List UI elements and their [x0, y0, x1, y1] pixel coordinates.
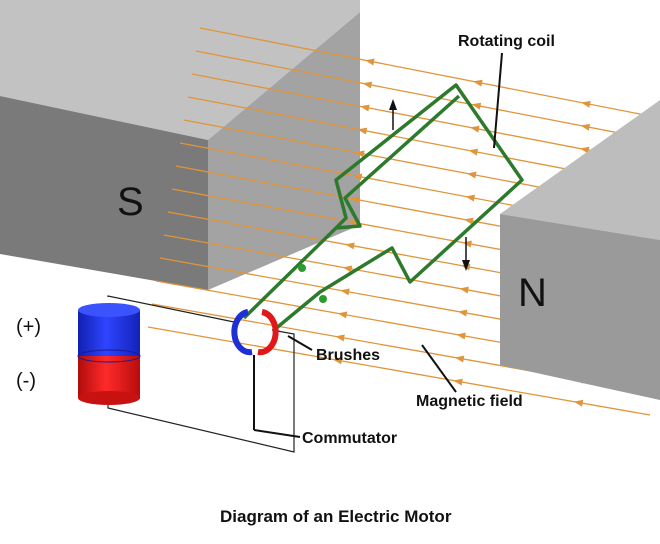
north-magnet-front-face — [500, 214, 660, 400]
south-magnet: S — [0, 0, 360, 290]
field-line — [147, 326, 651, 416]
field-arrowhead — [580, 123, 591, 131]
circuit-wires — [107, 295, 295, 453]
magnetic-field-label: Magnetic field — [416, 393, 523, 410]
field-arrowhead — [352, 173, 363, 181]
wire-top — [107, 295, 235, 323]
field-arrowhead — [465, 194, 475, 202]
field-line — [191, 73, 651, 163]
field-line — [195, 50, 651, 140]
brushes-label: Brushes — [316, 347, 380, 364]
field-arrowhead — [342, 265, 353, 273]
north-magnet-top-face — [500, 100, 660, 240]
field-arrowhead — [459, 286, 469, 294]
coil-wire-inner — [335, 94, 461, 230]
coil-contact-upper — [298, 264, 306, 272]
field-arrowhead — [463, 217, 474, 225]
field-arrowhead — [365, 58, 375, 66]
south-pole-label: S — [117, 180, 144, 224]
north-pole-label: N — [518, 271, 547, 315]
south-magnet-top-face — [0, 0, 360, 140]
battery-negative-label: (-) — [16, 370, 36, 392]
south-magnet-front-face — [0, 96, 208, 290]
field-arrowhead — [471, 102, 482, 110]
field-arrowhead — [335, 334, 345, 342]
battery: (+) (-) — [16, 303, 141, 405]
field-arrowhead — [467, 171, 477, 179]
battery-middle-seam — [77, 349, 141, 363]
diagram-caption: Diagram of an Electric Motor — [220, 507, 452, 526]
rotating-coil-label: Rotating coil — [458, 33, 555, 50]
field-arrowhead — [468, 148, 479, 156]
field-arrowhead — [360, 104, 370, 112]
commutator-pointer-foot — [253, 429, 301, 438]
field-arrowhead — [454, 355, 465, 363]
battery-top-cap — [78, 303, 140, 317]
callout-leaders — [287, 52, 503, 393]
rotating-coil — [242, 83, 524, 332]
field-arrowhead — [581, 100, 591, 108]
field-arrowhead — [345, 242, 355, 250]
commutator-label: Commutator — [302, 430, 397, 447]
field-arrowhead — [362, 81, 373, 89]
field-arrowhead — [332, 357, 343, 365]
field-arrowhead — [337, 311, 348, 319]
field-arrowhead — [470, 125, 480, 133]
field-arrowhead — [473, 79, 483, 87]
commutator — [231, 309, 301, 438]
field-arrowhead — [457, 309, 468, 317]
brushes-leader — [287, 335, 313, 351]
field-arrowhead — [350, 196, 360, 204]
field-arrowhead — [456, 332, 466, 340]
commutator-right-half — [257, 309, 279, 356]
wire-bottom — [107, 329, 295, 453]
field-arrowhead — [340, 288, 350, 296]
force-arrow-down-head — [462, 260, 470, 271]
field-arrowhead — [573, 399, 584, 407]
north-magnet: N — [500, 100, 660, 400]
field-arrowhead — [462, 240, 472, 248]
field-arrowhead — [357, 127, 368, 135]
field-arrowhead — [453, 378, 463, 386]
coil-contact-lower — [319, 295, 327, 303]
battery-positive-label: (+) — [16, 316, 41, 338]
south-magnet-side-face — [208, 12, 360, 290]
rotating-coil-leader — [493, 52, 503, 149]
commutator-left-half — [231, 309, 253, 356]
battery-positive-body — [78, 310, 140, 356]
field-arrowhead — [355, 150, 365, 158]
magnetic-field-leader — [421, 344, 457, 393]
force-arrow-up-head — [389, 99, 397, 110]
field-line — [199, 27, 651, 117]
coil-wire — [242, 83, 524, 332]
battery-negative-bottom — [78, 391, 140, 405]
